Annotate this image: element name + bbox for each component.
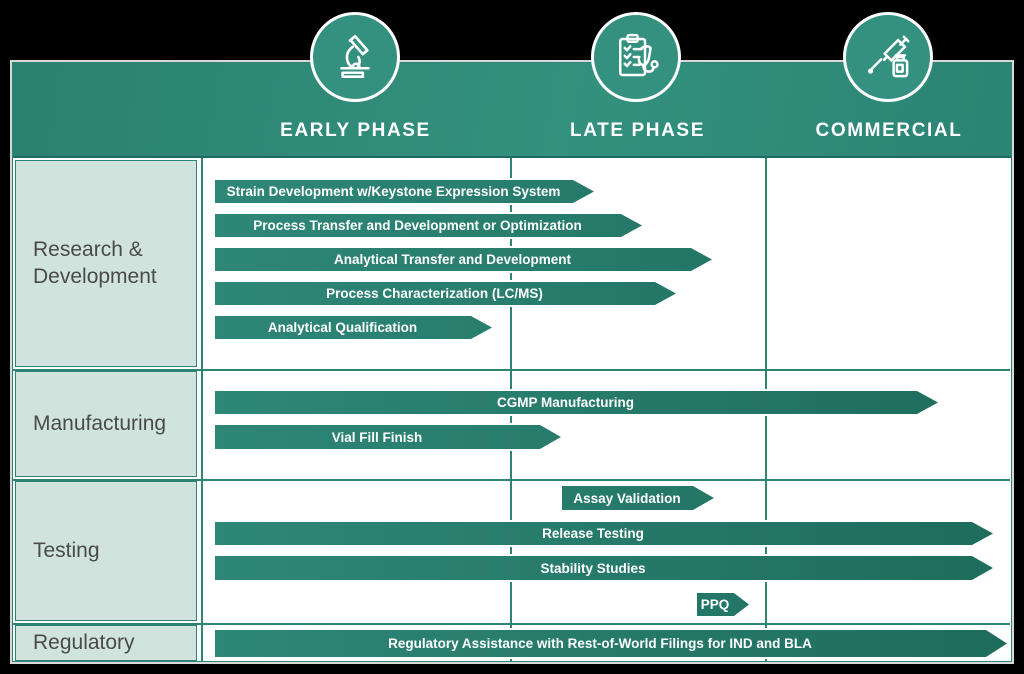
gantt-bar-fill — [215, 180, 594, 203]
row-label-research-development: Research & Development — [15, 160, 197, 367]
gantt-bar-label: Process Characterization (LC/MS) — [326, 286, 543, 301]
gantt-bar: Analytical Transfer and Development — [213, 246, 714, 273]
syringe-vial-icon — [867, 35, 910, 78]
gantt-bar-fill — [562, 486, 714, 510]
gantt-bar: CGMP Manufacturing — [213, 389, 940, 416]
gantt-bar: Release Testing — [213, 520, 995, 547]
header-band: EARLY PHASE LATE PHASE COMMERCIAL — [13, 63, 1011, 158]
late-phase-circle — [591, 12, 681, 102]
gantt-bar-label: Assay Validation — [573, 490, 681, 506]
early-phase-circle — [310, 12, 400, 102]
column-header-commercial: COMMERCIAL — [815, 120, 963, 141]
gantt-bar-fill — [697, 593, 749, 616]
row-label-manufacturing: Manufacturing — [15, 371, 197, 477]
gantt-bar: Vial Fill Finish — [213, 423, 563, 451]
row-label-testing: Testing — [15, 481, 197, 621]
gantt-bar-label: Analytical Transfer and Development — [333, 252, 572, 267]
gantt-bar-label: Release Testing — [542, 526, 644, 541]
gantt-bar-label: Regulatory Assistance with Rest-of-World… — [388, 636, 812, 651]
microscope-icon — [340, 34, 370, 78]
gantt-bar: PPQ — [695, 591, 751, 618]
gantt-bar-label: CGMP Manufacturing — [496, 395, 634, 410]
gantt-bar-label: Vial Fill Finish — [331, 429, 423, 445]
gantt-bar-label: Strain Development w/Keystone Expression… — [226, 184, 561, 199]
gantt-bar-fill — [215, 282, 676, 305]
phase-table: EARLY PHASE LATE PHASE COMMERCIAL Resear… — [12, 62, 1012, 662]
gantt-bar-fill — [215, 630, 1007, 657]
gantt-bar-label: PPQ — [700, 597, 730, 612]
gantt-bar: Analytical Qualification — [213, 314, 494, 341]
column-header-late-phase: LATE PHASE — [570, 120, 705, 141]
gantt-bar-fill — [215, 214, 642, 237]
gantt-bar: Regulatory Assistance with Rest-of-World… — [213, 628, 1009, 659]
gantt-bar-fill — [215, 248, 712, 271]
column-header-early-phase: EARLY PHASE — [280, 120, 431, 141]
row-label-regulatory: Regulatory — [15, 625, 197, 661]
gantt-bar-fill — [215, 425, 561, 449]
gantt-bar: Process Transfer and Development or Opti… — [213, 212, 644, 239]
commercial-circle — [843, 12, 933, 102]
gantt-bar-label: Analytical Qualification — [267, 320, 418, 335]
gantt-bar-fill — [215, 316, 492, 339]
gantt-bar: Process Characterization (LC/MS) — [213, 280, 678, 307]
gantt-bar: Stability Studies — [213, 554, 995, 582]
gantt-bar: Strain Development w/Keystone Expression… — [213, 178, 596, 205]
grid-line-row-3 — [13, 623, 1010, 625]
gantt-bar: Assay Validation — [560, 484, 716, 512]
gantt-bar-fill — [215, 522, 993, 545]
gantt-bar-label: Stability Studies — [540, 560, 646, 576]
grid-line-label-column — [201, 158, 203, 662]
gantt-bar-fill — [215, 391, 938, 414]
grid-line-row-2 — [13, 479, 1010, 481]
gantt-bar-label: Process Transfer and Development or Opti… — [253, 218, 582, 233]
grid-line-row-1 — [13, 369, 1010, 371]
gantt-bar-fill — [215, 556, 993, 580]
clipboard-checklist-stethoscope-icon — [619, 33, 659, 77]
